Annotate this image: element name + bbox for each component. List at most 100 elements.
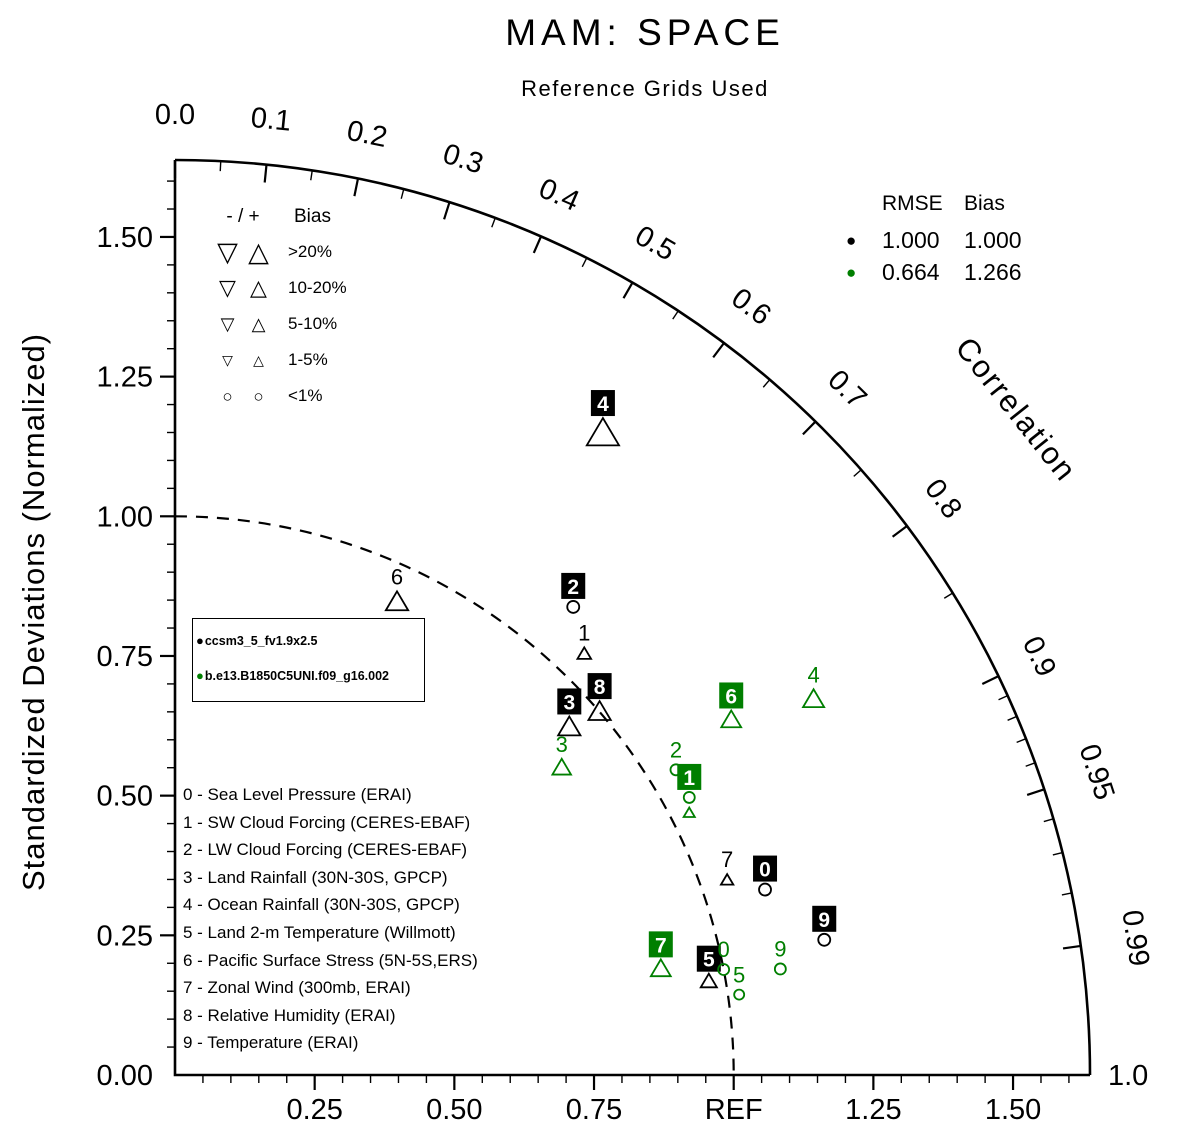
point-label-box [677,763,702,790]
correlation-tick [1007,715,1018,721]
page-title: MAM: SPACE [505,12,785,53]
point-label: 4 [597,393,609,416]
variable-list-item: 7 - Zonal Wind (300mb, ERAI) [183,978,411,998]
triangle-up-icon: △ [251,314,266,334]
point-label-box [719,682,744,709]
triangle-down-icon: ▽ [222,352,233,368]
model-legend-row: ● b.e13.B1850C5UNI.f09_g16.002 [196,658,421,693]
point-symbol-triangle-up [801,687,826,709]
bias-row-label: >20% [288,242,332,261]
correlation-tick [943,592,954,599]
correlation-tick-label: 0.2 [344,115,390,154]
page-subtitle: Reference Grids Used [521,76,769,101]
point-symbol-triangle-up [719,872,735,886]
y-tick-label: 1.25 [97,362,153,394]
bias-column-header: Bias [964,192,1005,215]
rmse-value: 0.664 [882,258,940,285]
correlation-tick [1016,738,1027,744]
variable-list-item: 5 - Land 2-m Temperature (Willmott) [183,922,456,942]
rmse-legend-header: RMSE Bias [882,192,1046,216]
bias-value: 1.000 [964,226,1022,253]
bias-legend: - / + Bias ▽ △ >20% ▽ △ 10-20% ▽ △ 5-10%… [212,206,347,414]
axis-lines [173,160,1090,1077]
rmse-column-header: RMSE [882,192,943,215]
circle-icon: ○ [253,386,264,406]
point-label: 2 [567,576,579,599]
point-symbol-triangle-up [575,645,593,660]
variable-list-item: 1 - SW Cloud Forcing (CERES-EBAF) [183,812,471,832]
correlation-tick-label: 0.99 [1115,908,1155,968]
correlation-tick [891,525,908,538]
correlation-tick [400,188,405,199]
correlation-tick [853,469,862,477]
point-label: 0 [718,937,730,962]
correlation-tick [802,420,817,436]
point-label: 4 [807,662,819,687]
correlation-axis-label: Correlation [948,331,1083,489]
point-symbol-circle [733,988,746,1001]
point-label-box [648,931,673,958]
point-symbol-circle [773,962,787,976]
correlation-tick [443,201,451,220]
point-label-box [557,688,582,715]
bias-row-label: 10-20% [288,278,347,297]
y-tick-label: 1.00 [97,501,153,533]
variable-list-item: 3 - Land Rainfall (30N-30S, GPCP) [183,867,448,887]
y-tick-label: 0.50 [97,781,153,813]
correlation-tick [219,161,222,172]
bias-legend-header: - / + Bias [212,206,347,228]
bias-row: ▽ △ 10-20% [212,270,347,306]
point-label: 7 [655,934,667,957]
correlation-tick-label: 0.3 [439,138,487,181]
series-dot-icon: ● [196,668,204,683]
point-label: 6 [391,564,403,589]
correlation-tick [712,342,725,359]
rmse-row: ● 0.664 1.266 [846,256,1046,288]
y-tick-label: 0.75 [97,641,153,673]
variable-list-item: 6 - Pacific Surface Stress (5N-5S,ERS) [183,950,478,970]
y-tick-label: 1.50 [97,222,153,254]
point-symbol-circle [717,963,731,976]
point-label: 9 [774,936,786,961]
point-label-box [753,855,778,882]
model-name: ccsm3_5_fv1.9x2.5 [204,633,318,648]
model-name: b.e13.B1850C5UNI.f09_g16.002 [204,668,389,683]
point-symbol-triangle-up [649,957,673,978]
correlation-tick [1026,788,1045,796]
point-symbol-circle [817,932,832,947]
point-label: 3 [563,691,575,714]
x-tick-label: 1.25 [845,1094,901,1126]
variable-list-item: 8 - Relative Humidity (ERAI) [183,1005,396,1025]
correlation-tick-label: 0.0 [155,99,195,131]
correlation-tick [981,675,999,685]
point-label: 0 [759,859,771,882]
series-dot-icon: ● [196,633,204,648]
point-label: 2 [670,737,682,762]
point-label-box [561,572,586,599]
correlation-tick [762,379,771,388]
point-symbol-triangle-up [550,757,573,776]
axes-frame [173,158,1092,1077]
correlation-tick-label: 0.7 [821,364,872,415]
correlation-tick [353,178,360,197]
triangle-down-icon: ▽ [219,275,236,300]
model-legend-row: ● ccsm3_5_fv1.9x2.5 [196,623,421,658]
triangle-up-icon: △ [253,352,264,368]
correlation-tick [263,164,268,183]
bias-row: ○ ○ <1% [212,378,347,414]
variable-list-item: 2 - LW Cloud Forcing (CERES-EBAF) [183,840,468,860]
correlation-tick-label: 0.95 [1072,740,1120,804]
correlation-tick-label: 0.5 [630,220,681,268]
rmse-value: 1.000 [882,226,940,253]
x-tick-label: 0.75 [566,1094,622,1126]
correlation-tick-label: 0.9 [1016,631,1062,681]
correlation-tick [581,257,588,268]
reference-arc [174,515,735,1076]
point-label: 1 [578,620,590,645]
variable-list-item: 9 - Temperature (ERAI) [183,1033,359,1053]
y-tick-label: 0.00 [97,1060,153,1092]
point-symbol-triangle-up [585,416,621,447]
variable-list-item: 0 - Sea Level Pressure (ERAI) [183,785,412,804]
